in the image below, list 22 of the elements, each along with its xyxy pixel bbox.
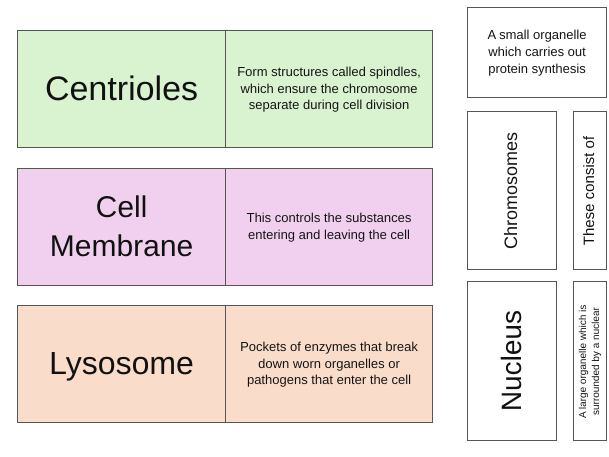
term-card xyxy=(467,111,557,270)
term-card xyxy=(17,305,226,423)
definition-text: A large organelle which is surrounded by a nuclear xyxy=(577,303,603,420)
term-card xyxy=(17,30,226,148)
definition-card xyxy=(225,305,433,423)
definition-text: Form structures called spindles, which ensure the chromosome separate during cell division xyxy=(236,62,422,114)
term-text: Cell Membrane xyxy=(48,190,194,265)
term-card xyxy=(17,168,226,286)
definition-text: This controls the substances entering and leaving the cell xyxy=(246,209,412,244)
definition-text: Pockets of enzymes that break down worn organelles or pathogens that enter the cell xyxy=(239,338,419,390)
term-text: Centrioles xyxy=(44,68,200,110)
definition-card xyxy=(573,281,607,441)
term-card xyxy=(467,281,557,441)
definition-text: A small organelle which carries out protein synthesis xyxy=(486,26,588,78)
definition-card xyxy=(225,30,433,148)
term-text: Lysosome xyxy=(48,344,195,384)
definition-card xyxy=(467,7,607,98)
definition-card xyxy=(573,111,607,270)
definition-text: These consist of xyxy=(580,134,600,248)
term-text: Nucleus xyxy=(494,309,528,414)
term-text: Chromosomes xyxy=(500,130,522,252)
definition-card xyxy=(225,168,433,286)
